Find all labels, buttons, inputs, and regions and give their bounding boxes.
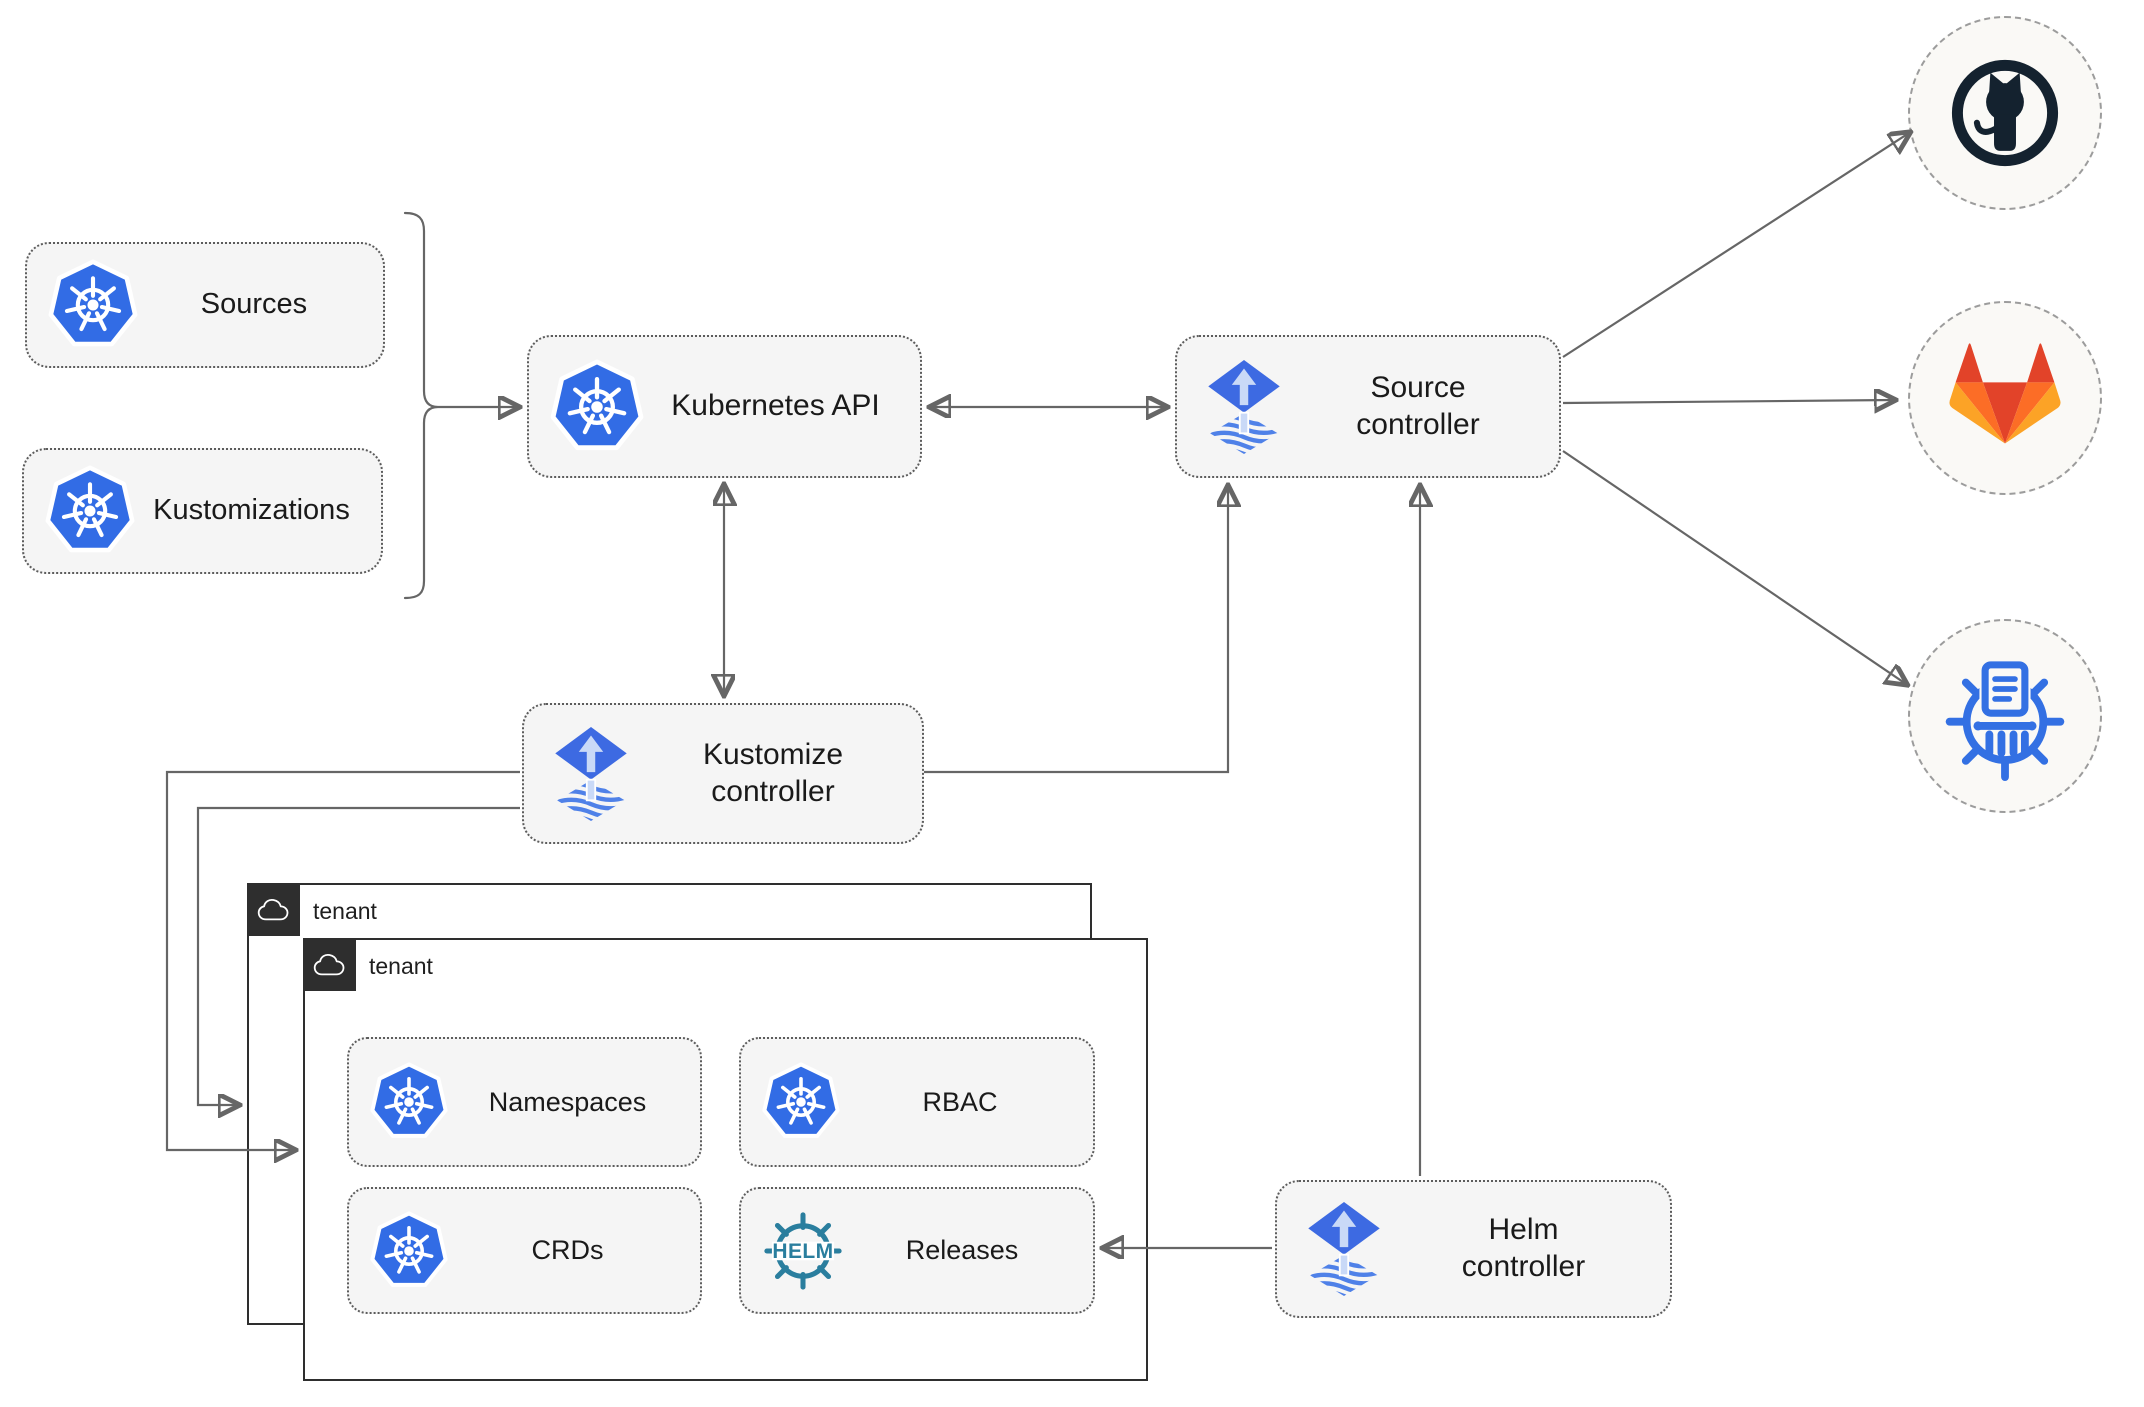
- releases-node: Releases: [739, 1187, 1095, 1314]
- gitlab-endpoint: [1908, 301, 2102, 495]
- flux-icon: [544, 724, 638, 824]
- kustomize-controller-node: Kustomize controller: [522, 703, 924, 844]
- chartmuseum-icon: [1934, 645, 2076, 787]
- flux-icon: [1297, 1199, 1391, 1299]
- sources-label: Sources: [200, 288, 308, 321]
- chartmuseum-endpoint: [1908, 619, 2102, 813]
- crds-label: CRDs: [531, 1235, 604, 1266]
- kubernetes-icon: [549, 359, 645, 455]
- kubernetes-icon: [761, 1062, 841, 1142]
- helm-icon: [761, 1209, 845, 1293]
- kubernetes-icon: [369, 1062, 449, 1142]
- namespaces-label: Namespaces: [488, 1086, 647, 1117]
- tenant-label: tenant: [313, 898, 377, 924]
- tenant-box-front: tenant Namespaces RBAC CRDs Releases: [303, 938, 1148, 1381]
- kubernetes-api-node: Kubernetes API: [527, 335, 922, 478]
- gitlab-icon: [1940, 333, 2070, 463]
- arrow-source-to-github: [1562, 133, 1909, 358]
- kustomize-controller-label: Kustomize controller: [702, 737, 844, 808]
- kustomizations-label: Kustomizations: [153, 494, 350, 527]
- github-icon: [1944, 52, 2066, 174]
- arrow-kustomize-to-source: [924, 487, 1228, 774]
- crds-node: CRDs: [347, 1187, 702, 1314]
- arrow-source-to-chartmuseum: [1562, 450, 1906, 684]
- kubernetes-api-label: Kubernetes API: [671, 389, 880, 423]
- source-controller-label: Source controller: [1356, 370, 1480, 441]
- flux-icon: [1197, 357, 1291, 457]
- helm-controller-label: Helm controller: [1461, 1213, 1586, 1283]
- brace-sources-group: [403, 211, 439, 600]
- sources-node: Sources: [25, 242, 385, 368]
- cloud-icon: [247, 883, 300, 936]
- rbac-node: RBAC: [739, 1037, 1095, 1167]
- kubernetes-icon: [369, 1211, 449, 1291]
- kustomizations-node: Kustomizations: [22, 448, 383, 574]
- arrow-source-to-gitlab: [1562, 400, 1894, 403]
- kubernetes-icon: [44, 465, 136, 557]
- helm-controller-node: Helm controller: [1275, 1180, 1672, 1318]
- cloud-icon: [303, 938, 356, 991]
- source-controller-node: Source controller: [1175, 335, 1561, 478]
- github-endpoint: [1908, 16, 2102, 210]
- rbac-label: RBAC: [922, 1086, 998, 1117]
- releases-label: Releases: [905, 1235, 1019, 1266]
- namespaces-node: Namespaces: [347, 1037, 702, 1167]
- tenant-label: tenant: [369, 953, 433, 979]
- kubernetes-icon: [47, 259, 139, 351]
